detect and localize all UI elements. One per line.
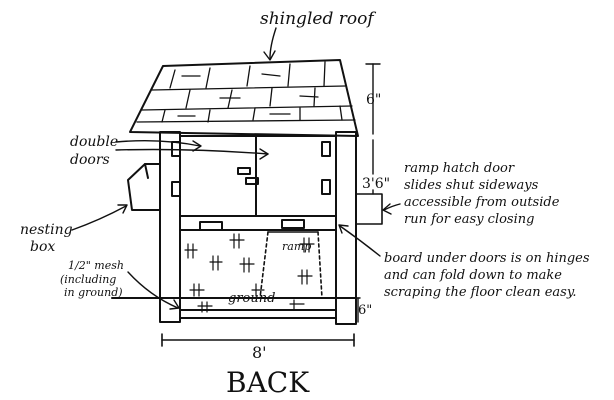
width-label: 8' bbox=[252, 343, 267, 362]
double-doors-label-2: doors bbox=[70, 152, 110, 168]
view-title: BACK bbox=[226, 366, 310, 399]
ramp-hatch-label-3: accessible from outside bbox=[404, 195, 560, 210]
post-height-label: 3'6" bbox=[362, 176, 390, 192]
ground-label: ground bbox=[228, 291, 275, 306]
board-label-1: board under doors is on hinges bbox=[384, 251, 590, 266]
coop-body bbox=[111, 131, 357, 325]
mesh-area bbox=[184, 233, 315, 313]
nesting-box bbox=[127, 163, 161, 211]
ramp-label: ramp bbox=[282, 240, 311, 253]
ground-depth-dimension bbox=[355, 297, 361, 323]
roof-height-dimension bbox=[365, 63, 381, 135]
nesting-box-label-2: box bbox=[30, 239, 55, 255]
ramp-hatch-label-2: slides shut sideways bbox=[404, 178, 539, 193]
mesh-label-3: in ground) bbox=[64, 286, 123, 299]
ramp-hatch-arrow bbox=[382, 203, 401, 215]
ramp-hatch bbox=[355, 193, 383, 225]
ramp bbox=[259, 231, 323, 299]
nesting-box-arrow bbox=[71, 204, 128, 231]
ramp-hatch-label-1: ramp hatch door bbox=[404, 161, 515, 176]
board-label-2: and can fold down to make bbox=[384, 268, 562, 283]
nesting-box-label-1: nesting bbox=[20, 222, 73, 238]
board-arrow bbox=[338, 224, 381, 257]
board-label-3: scraping the floor clean easy. bbox=[384, 285, 577, 300]
ground-depth-label: 6" bbox=[358, 303, 372, 318]
double-doors-arrow bbox=[115, 139, 269, 160]
mesh-label-1: 1/2" mesh bbox=[68, 259, 124, 272]
mesh-label-2: (including bbox=[60, 273, 116, 286]
width-dimension bbox=[161, 333, 355, 347]
double-doors-label-1: double bbox=[70, 134, 118, 150]
roof-arrow bbox=[263, 27, 277, 61]
mesh-arrow bbox=[127, 271, 180, 310]
roof-label: shingled roof bbox=[260, 9, 376, 29]
roof bbox=[129, 59, 359, 137]
roof-height-label: 6" bbox=[366, 92, 381, 108]
ramp-hatch-label-4: run for easy closing bbox=[404, 212, 534, 227]
